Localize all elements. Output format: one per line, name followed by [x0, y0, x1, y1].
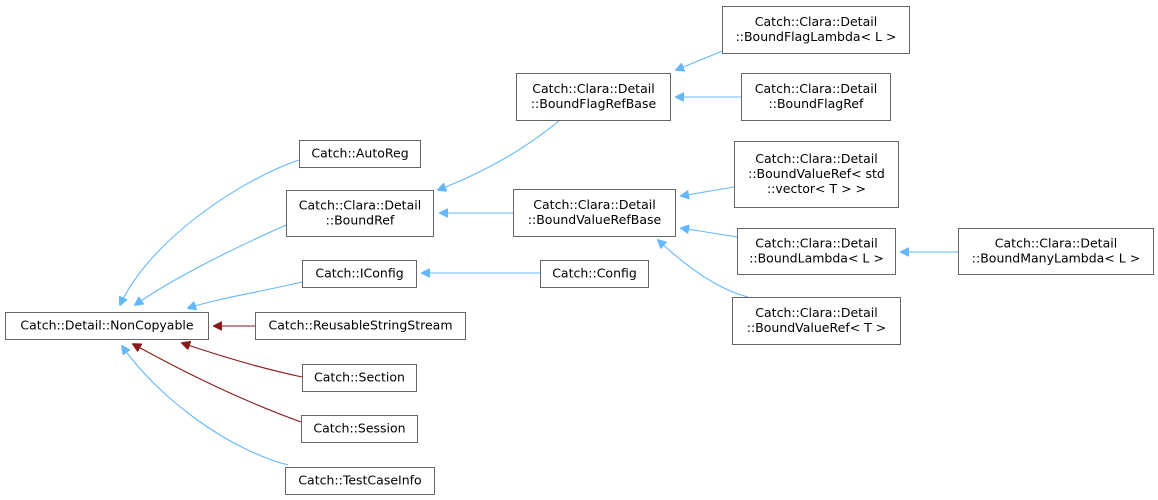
class-node-label: Catch::ReusableStringStream: [268, 318, 452, 333]
class-node-box: [734, 141, 899, 208]
class-node-label: Catch::Detail::NonCopyable: [20, 318, 193, 333]
class-node-autoreg[interactable]: Catch::AutoReg: [299, 140, 421, 168]
class-node-reusable[interactable]: Catch::ReusableStringStream: [255, 312, 466, 340]
class-node-boundvaluerefbase[interactable]: Catch::Clara::Detail::BoundValueRefBase: [513, 189, 676, 237]
class-node-label: ::BoundValueRefBase: [528, 212, 662, 227]
class-node-label: Catch::Config: [552, 266, 637, 281]
inheritance-edges: [120, 49, 958, 466]
edge-boundref-to-noncopyable: [135, 224, 287, 305]
class-node-label: ::BoundRef: [326, 213, 395, 228]
class-node-label: Catch::Clara::Detail: [755, 151, 877, 166]
class-node-section[interactable]: Catch::Section: [302, 364, 417, 392]
class-node-label: ::BoundLambda< L >: [749, 251, 884, 266]
class-node-label: Catch::TestCaseInfo: [298, 473, 421, 488]
class-node-label: Catch::Clara::Detail: [755, 236, 877, 251]
class-node-label: ::BoundFlagLambda< L >: [736, 29, 897, 44]
class-node-noncopyable[interactable]: Catch::Detail::NonCopyable: [5, 312, 209, 340]
class-node-boundref[interactable]: Catch::Clara::Detail::BoundRef: [286, 190, 434, 237]
class-node-box: [516, 73, 671, 121]
edge-boundvaluerefvector-to-boundvaluerefbase: [681, 186, 735, 196]
class-node-boundmanylambda[interactable]: Catch::Clara::Detail::BoundManyLambda< L…: [958, 228, 1154, 275]
class-node-box: [732, 297, 901, 345]
class-node-label: Catch::IConfig: [315, 266, 403, 281]
edge-boundvaluereft-to-boundvaluerefbase: [658, 240, 749, 298]
class-node-session[interactable]: Catch::Session: [301, 415, 418, 443]
edge-section-to-noncopyable: [182, 343, 303, 378]
class-node-boundvaluerefvector[interactable]: Catch::Clara::Detail::BoundValueRef< std…: [734, 141, 899, 208]
edge-boundflaglambda-to-boundflagrefbase: [676, 49, 726, 70]
class-node-iconfig[interactable]: Catch::IConfig: [302, 260, 417, 288]
class-node-testcaseinfo[interactable]: Catch::TestCaseInfo: [285, 467, 435, 495]
class-node-label: Catch::AutoReg: [311, 146, 408, 161]
class-node-config[interactable]: Catch::Config: [540, 260, 649, 288]
class-nodes: Catch::Detail::NonCopyable Catch::AutoReg…: [5, 6, 1154, 495]
edge-iconfig-to-noncopyable: [188, 281, 303, 308]
class-node-label: ::BoundValueRef< T >: [747, 320, 887, 335]
class-node-box: [302, 364, 417, 392]
class-node-label: Catch::Clara::Detail: [995, 236, 1117, 251]
class-node-label: ::BoundFlagRefBase: [531, 96, 657, 111]
class-node-label: Catch::Clara::Detail: [755, 305, 877, 320]
class-node-label: ::BoundFlagRef: [769, 96, 864, 111]
class-node-box: [958, 228, 1154, 275]
class-node-box: [540, 260, 649, 288]
class-node-label: ::vector< T > >: [767, 181, 866, 196]
class-node-box: [737, 228, 896, 275]
class-node-box: [286, 190, 434, 237]
class-node-boundflagrefbase[interactable]: Catch::Clara::Detail::BoundFlagRefBase: [516, 73, 671, 121]
class-node-label: Catch::Clara::Detail: [299, 198, 421, 213]
class-node-label: Catch::Clara::Detail: [755, 14, 877, 29]
class-node-box: [255, 312, 466, 340]
class-node-label: Catch::Clara::Detail: [755, 81, 877, 96]
class-node-box: [301, 415, 418, 443]
class-node-boundflaglambda[interactable]: Catch::Clara::Detail::BoundFlagLambda< L…: [722, 6, 910, 54]
class-node-box: [285, 467, 435, 495]
edge-testcaseinfo-to-noncopyable: [122, 346, 289, 466]
class-node-box: [722, 6, 910, 54]
class-node-label: Catch::Session: [313, 421, 405, 436]
class-node-box: [302, 260, 417, 288]
class-node-label: Catch::Clara::Detail: [533, 197, 655, 212]
class-node-boundlambda[interactable]: Catch::Clara::Detail::BoundLambda< L >: [737, 228, 896, 275]
class-node-label: ::BoundValueRef< std: [748, 166, 885, 181]
class-node-boundflagref[interactable]: Catch::Clara::Detail::BoundFlagRef: [741, 73, 891, 121]
edge-autoreg-to-noncopyable: [120, 159, 300, 305]
edge-session-to-noncopyable: [133, 344, 302, 423]
class-node-label: Catch::Section: [314, 370, 405, 385]
class-node-label: ::BoundManyLambda< L >: [972, 251, 1140, 266]
edge-boundlambda-to-boundvaluerefbase: [681, 228, 738, 238]
edge-boundflagrefbase-to-boundref: [438, 119, 561, 190]
class-node-box: [513, 189, 676, 237]
class-node-box: [741, 73, 891, 121]
class-node-label: Catch::Clara::Detail: [532, 81, 654, 96]
class-node-box: [299, 140, 421, 168]
class-node-boundvaluereft[interactable]: Catch::Clara::Detail::BoundValueRef< T >: [732, 297, 901, 345]
class-node-box: [5, 312, 209, 340]
